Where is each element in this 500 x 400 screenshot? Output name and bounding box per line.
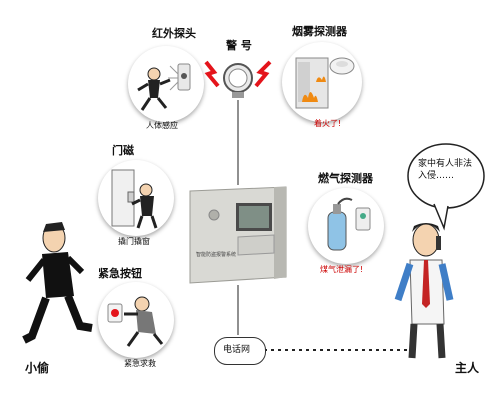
gas-detector-icon bbox=[327, 197, 371, 251]
panel-text: 智能防盗报警系统 bbox=[196, 252, 237, 258]
control-panel: 智能防盗报警系统 bbox=[188, 185, 288, 285]
alarm-label: 警 号 bbox=[226, 39, 252, 52]
smoke-label: 烟雾探测器 bbox=[292, 25, 347, 38]
door-label: 门磁 bbox=[112, 144, 134, 157]
infrared-sensor-icon bbox=[137, 63, 191, 111]
panic-label: 紧急按钮 bbox=[98, 267, 142, 280]
thief-label: 小偷 bbox=[25, 361, 50, 375]
owner-label: 主人 bbox=[455, 361, 480, 375]
door-sensor-icon bbox=[111, 169, 158, 229]
alarm-siren-icon bbox=[204, 60, 272, 98]
infrared-label: 红外探头 bbox=[152, 27, 196, 40]
panic-caption: 紧急求救 bbox=[124, 359, 156, 368]
gas-circle bbox=[308, 188, 384, 264]
gas-caption: 煤气泄漏了! bbox=[320, 265, 364, 274]
infrared-caption: 人体感应 bbox=[146, 121, 178, 130]
control-panel-unit bbox=[189, 186, 287, 284]
gas-label: 燃气探测器 bbox=[318, 172, 373, 185]
panic-circle bbox=[98, 282, 174, 358]
smoke-circle bbox=[282, 42, 362, 122]
smoke-caption: 着火了! bbox=[314, 119, 342, 128]
door-caption: 撬门撬窗 bbox=[118, 237, 150, 246]
door-circle bbox=[98, 160, 174, 236]
speech-bubble bbox=[407, 143, 485, 231]
thief-figure bbox=[22, 222, 93, 344]
panic-button-icon bbox=[107, 296, 164, 347]
phone-network-node: 电话网 bbox=[214, 337, 266, 365]
smoke-detector-icon bbox=[295, 57, 355, 109]
infrared-circle bbox=[128, 46, 204, 122]
phone-network-label: 电话网 bbox=[223, 345, 251, 355]
owner-figure bbox=[394, 223, 454, 359]
speech-text: 家中有人非法入侵…… bbox=[418, 159, 473, 181]
